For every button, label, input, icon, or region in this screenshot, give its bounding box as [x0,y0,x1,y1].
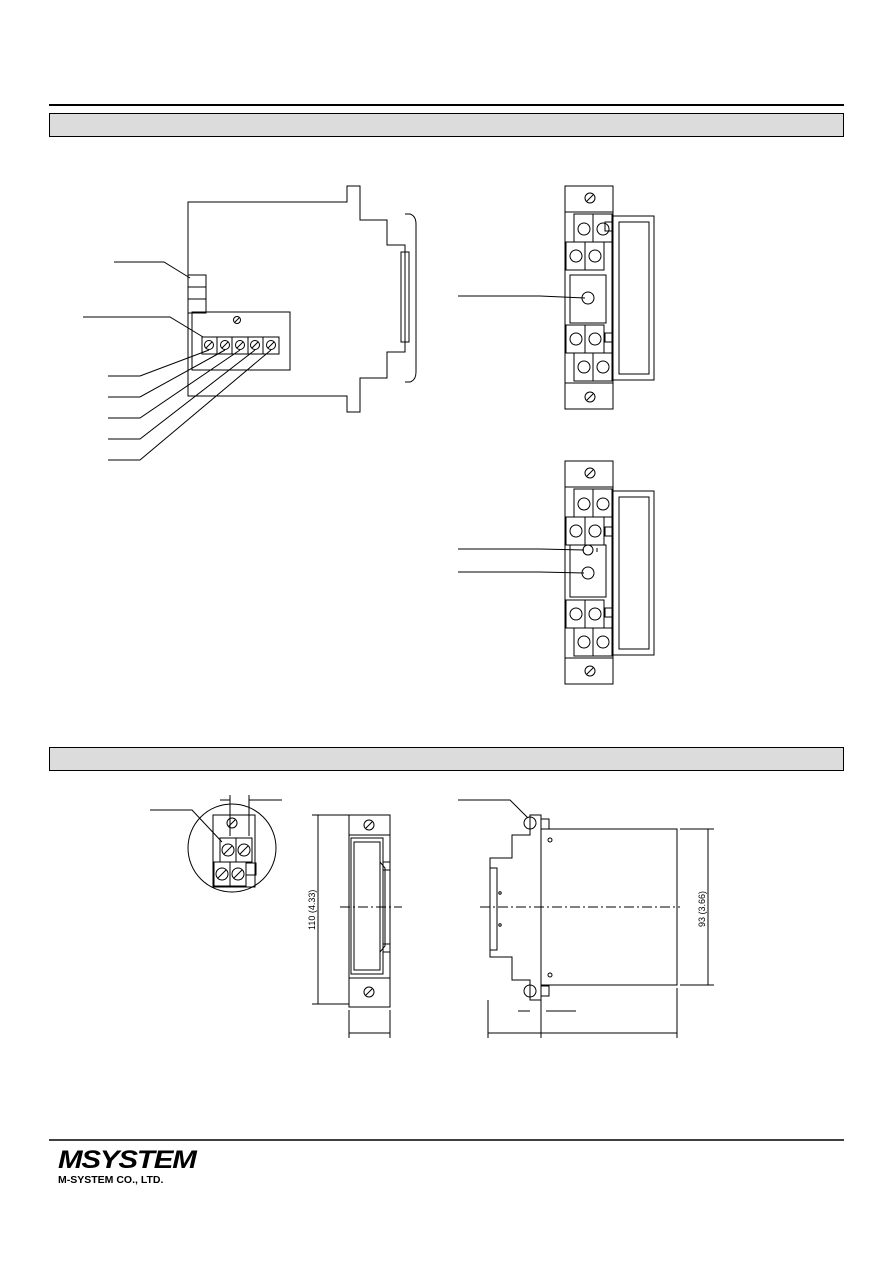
front-view-a-drawing [458,185,655,410]
company-logo: MSYSTEM M-SYSTEM CO., LTD. [58,1148,197,1187]
top-rule [49,104,844,106]
terminal-screws [201,336,280,355]
company-name: M-SYSTEM CO., LTD. [58,1174,164,1186]
section-header-dimensions [49,747,844,771]
front-dimension-drawing [312,814,402,1038]
height-dimension-main: 110 (4.33) [307,890,317,930]
side-dimension-drawing [458,799,714,1038]
front-view-b-drawing [458,460,655,685]
section-header-components [49,113,844,137]
side-view-drawing [83,185,417,461]
brand-logo: MSYSTEM [58,1146,197,1174]
height-dimension-side: 93 (3.66) [697,891,707,927]
terminal-detail-drawing [150,795,282,893]
